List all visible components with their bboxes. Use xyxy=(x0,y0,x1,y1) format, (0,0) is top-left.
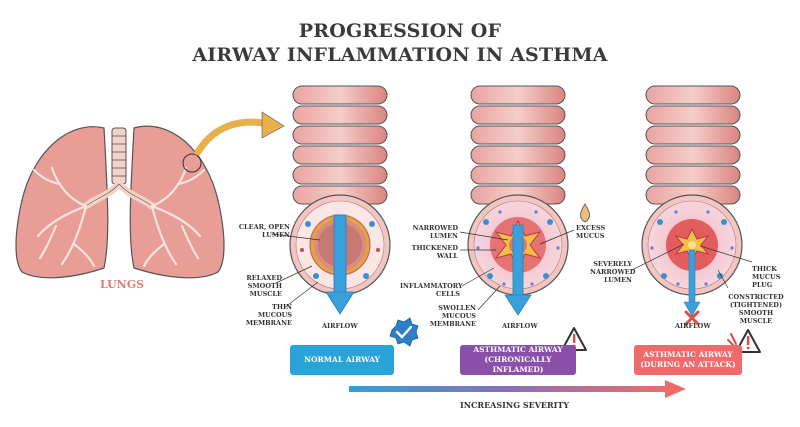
label-constricted-muscle: CONSTRICTED(TIGHTENED)SMOOTH MUSCLE xyxy=(728,293,784,325)
trachea xyxy=(111,127,127,185)
attack-airway-tube xyxy=(641,85,743,296)
attack-airway-badge: ASTHMATIC AIRWAY(DURING AN ATTACK) xyxy=(634,345,742,375)
normal-airway-badge: NORMAL AIRWAY xyxy=(290,345,394,375)
normal-airway-tube xyxy=(289,85,391,296)
normal-airflow-arrow xyxy=(325,214,355,315)
severity-arrow xyxy=(349,380,686,398)
severity-label: INCREASING SEVERITY xyxy=(460,400,570,410)
normal-airflow-label: AIRFLOW xyxy=(322,322,358,330)
checkmark-icon xyxy=(389,317,419,347)
chronic-airway-badge: ASTHMATIC AIRWAY(CHRONICALLY INFLAMED) xyxy=(460,345,576,375)
title-line-2: AIRWAY INFLAMMATION IN ASTHMA xyxy=(192,44,608,66)
lungs-illustration xyxy=(15,111,285,279)
attack-airflow-label: AIRFLOW xyxy=(675,322,711,330)
attack-airflow-arrow xyxy=(683,249,701,317)
lungs-label: LUNGS xyxy=(100,278,144,291)
mucus-droplet-icon xyxy=(580,203,590,223)
title-line-1: PROGRESSION OF xyxy=(298,20,502,42)
left-lung xyxy=(15,126,109,279)
chronic-airflow-arrow xyxy=(504,224,532,316)
chronic-airflow-label: AIRFLOW xyxy=(502,322,538,330)
blocked-x-icon xyxy=(684,310,700,326)
